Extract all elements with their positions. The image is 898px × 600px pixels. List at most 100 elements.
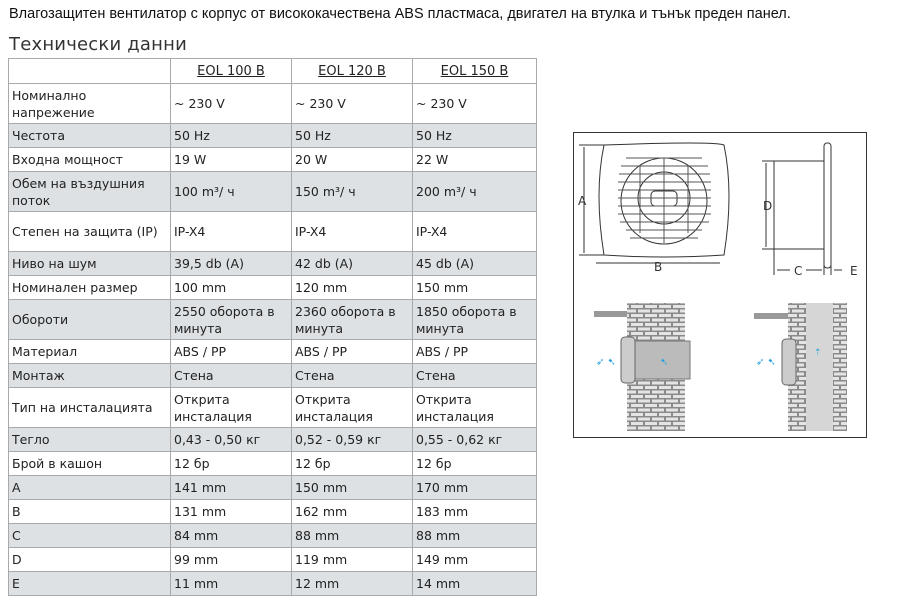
- cell-value: IP-X4: [291, 211, 413, 252]
- row-label: B: [8, 499, 171, 524]
- cell-value: 84 mm: [170, 523, 292, 548]
- row-label: Тегло: [8, 427, 171, 452]
- dimension-label-b: B: [654, 260, 662, 274]
- row-label: C: [8, 523, 171, 548]
- cell-value: 19 W: [170, 147, 292, 172]
- row-label: Брой в кашон: [8, 451, 171, 476]
- row-label: E: [8, 571, 171, 596]
- cell-value: 162 mm: [291, 499, 413, 524]
- cell-value: 170 mm: [412, 475, 537, 500]
- row-label: Материал: [8, 339, 171, 364]
- header-eol-120b: EOL 120 B: [291, 58, 413, 84]
- row-label: Степен на защита (IP): [8, 211, 171, 252]
- fan-dimensions-diagram: A B D C E ➶ ➷ ➷ ➶ ➷ ⇡: [573, 132, 867, 438]
- cell-value: 45 db (A): [412, 251, 537, 276]
- cell-value: Стена: [412, 363, 537, 388]
- cell-value: IP-X4: [170, 211, 292, 252]
- row-label: Номинално напрежение: [8, 83, 171, 124]
- header-eol-150b: EOL 150 B: [412, 58, 537, 84]
- specs-table: EOL 100 B EOL 120 B EOL 150 B Номинално …: [8, 58, 537, 596]
- row-label: Номинален размер: [8, 275, 171, 300]
- cell-value: 1850 оборота в минута: [412, 299, 537, 340]
- cell-value: 2360 оборота в минута: [291, 299, 413, 340]
- row-label: Обем на въздушния поток: [8, 171, 171, 212]
- cell-value: 0,43 - 0,50 кг: [170, 427, 292, 452]
- cell-value: 119 mm: [291, 547, 413, 572]
- wall-installation-duct-drawing: ➶ ➷ ➷: [594, 303, 691, 431]
- dimension-label-a: A: [578, 194, 587, 208]
- dimension-label-e: E: [850, 264, 858, 278]
- cell-value: ~ 230 V: [170, 83, 292, 124]
- cell-value: 100 mm: [170, 275, 292, 300]
- cell-value: ~ 230 V: [291, 83, 413, 124]
- cell-value: 14 mm: [412, 571, 537, 596]
- cell-value: 150 mm: [291, 475, 413, 500]
- cell-value: 183 mm: [412, 499, 537, 524]
- row-label: Входна мощност: [8, 147, 171, 172]
- cell-value: 2550 оборота в минута: [170, 299, 292, 340]
- cell-value: IP-X4: [412, 211, 537, 252]
- cell-value: 50 Hz: [291, 123, 413, 148]
- cell-value: 11 mm: [170, 571, 292, 596]
- row-label: Ниво на шум: [8, 251, 171, 276]
- cell-value: 0,52 - 0,59 кг: [291, 427, 413, 452]
- dimension-label-d: D: [763, 199, 772, 213]
- table-header-row: EOL 100 B EOL 120 B EOL 150 B: [8, 58, 537, 84]
- cell-value: 50 Hz: [170, 123, 292, 148]
- cell-value: ABS / PP: [291, 339, 413, 364]
- cell-value: Открита инсталация: [412, 387, 537, 428]
- cell-value: 50 Hz: [412, 123, 537, 148]
- cell-value: Стена: [291, 363, 413, 388]
- cell-value: Открита инсталация: [291, 387, 413, 428]
- product-description: Влагозащитен вентилатор с корпус от висо…: [9, 6, 791, 22]
- svg-text:➶ ➷: ➶ ➷: [596, 357, 616, 368]
- cell-value: 0,55 - 0,62 кг: [412, 427, 537, 452]
- side-view-drawing: [762, 142, 842, 275]
- cell-value: ABS / PP: [170, 339, 292, 364]
- table-row: Номинално напрежение~ 230 V~ 230 V~ 230 …: [8, 83, 537, 124]
- cell-value: 200 m³/ ч: [412, 171, 537, 212]
- front-view-drawing: [579, 142, 730, 264]
- row-label: Обороти: [8, 299, 171, 340]
- row-label: Монтаж: [8, 363, 171, 388]
- cell-value: 20 W: [291, 147, 413, 172]
- cell-value: 120 mm: [291, 275, 413, 300]
- row-label: A: [8, 475, 171, 500]
- cell-value: Стена: [170, 363, 292, 388]
- cell-value: 99 mm: [170, 547, 292, 572]
- cell-value: ABS / PP: [412, 339, 537, 364]
- cell-value: 149 mm: [412, 547, 537, 572]
- cell-value: 12 бр: [291, 451, 413, 476]
- cell-value: 12 mm: [291, 571, 413, 596]
- cell-value: ~ 230 V: [412, 83, 537, 124]
- wall-installation-shaft-drawing: ➶ ➷ ⇡: [754, 303, 847, 431]
- cell-value: 150 m³/ ч: [291, 171, 413, 212]
- row-label: Честота: [8, 123, 171, 148]
- row-label: Тип на инсталацията: [8, 387, 171, 428]
- cell-value: 141 mm: [170, 475, 292, 500]
- cell-value: 88 mm: [412, 523, 537, 548]
- cell-value: 42 db (A): [291, 251, 413, 276]
- cell-value: 12 бр: [170, 451, 292, 476]
- dimension-label-c: C: [794, 264, 802, 278]
- header-empty: [8, 58, 171, 84]
- row-label: D: [8, 547, 171, 572]
- section-heading: Технически данни: [9, 34, 187, 55]
- cell-value: 88 mm: [291, 523, 413, 548]
